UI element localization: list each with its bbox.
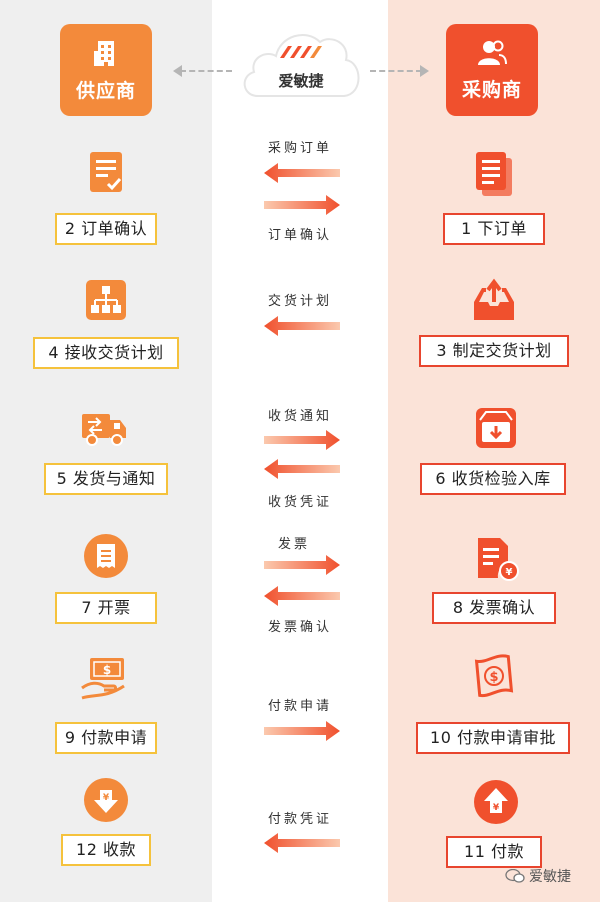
document-check-icon xyxy=(90,152,122,192)
buyer-header: 采购商 xyxy=(446,24,538,116)
dashed-arrow-right-head xyxy=(420,65,429,77)
buyer-step-payment-approval: 10 付款申请审批 xyxy=(416,722,570,754)
yuan-down-icon: ¥ xyxy=(84,778,128,822)
brand-logo-icon xyxy=(280,46,322,58)
buyer-step-invoice-confirm: 8 发票确认 xyxy=(432,592,556,624)
arrow-right-invoice xyxy=(264,555,340,575)
svg-text:¥: ¥ xyxy=(493,803,500,813)
buyer-step-receive-inspect: 6 收货检验入库 xyxy=(420,463,566,495)
dashed-arrow-left-head xyxy=(173,65,182,77)
arrow-left-delivery-plan xyxy=(264,316,340,336)
flow-label-invoice-confirm: 发票确认 xyxy=(267,620,332,635)
supplier-title: 供应商 xyxy=(75,79,136,102)
flow-label-receipt-notice: 收货通知 xyxy=(267,409,332,424)
arrow-left-receipt-voucher xyxy=(264,459,340,479)
flow-label-receipt-voucher: 收货凭证 xyxy=(267,495,332,510)
users-icon xyxy=(478,40,507,65)
brand-cloud: 爱敏捷 xyxy=(236,22,366,102)
invoice-icon xyxy=(84,534,128,578)
arrow-right-order-confirm xyxy=(264,195,340,215)
box-download-icon xyxy=(476,408,516,448)
watermark: 爱敏捷 xyxy=(505,866,571,886)
arrow-right-payment-request xyxy=(264,721,340,741)
buyer-title: 采购商 xyxy=(461,78,522,101)
supplier-step-collect: 12 收款 xyxy=(61,834,151,866)
cloud-icon xyxy=(243,33,360,97)
hand-cash-icon: $ xyxy=(81,658,125,700)
flow-label-purchase-order: 采购订单 xyxy=(267,141,332,156)
dashed-link-left xyxy=(180,70,232,72)
buyer-step-place-order: 1 下订单 xyxy=(443,213,545,245)
banknote-icon: $ xyxy=(474,654,514,698)
supplier-step-order-confirm: 2 订单确认 xyxy=(55,213,157,245)
arrow-left-purchase-order xyxy=(264,163,340,183)
document-stack-icon xyxy=(476,152,512,196)
inbox-upload-icon xyxy=(474,278,514,320)
flow-label-payment-request: 付款申请 xyxy=(267,699,332,714)
svg-text:$: $ xyxy=(103,663,111,677)
arrow-left-payment-voucher xyxy=(264,833,340,853)
svg-text:¥: ¥ xyxy=(103,793,110,803)
flow-label-order-confirm: 订单确认 xyxy=(267,228,332,243)
buyer-step-make-plan: 3 制定交货计划 xyxy=(419,335,569,367)
svg-text:$: $ xyxy=(489,670,498,685)
flow-column xyxy=(212,0,388,902)
svg-text:¥: ¥ xyxy=(506,567,513,578)
arrow-left-invoice-confirm xyxy=(264,586,340,606)
flow-label-invoice: 发票 xyxy=(277,537,310,552)
flow-label-payment-voucher: 付款凭证 xyxy=(267,812,332,827)
supplier-step-ship-notify: 5 发货与通知 xyxy=(44,463,168,495)
flow-label-delivery-plan: 交货计划 xyxy=(267,294,332,309)
supplier-header: 供应商 xyxy=(60,24,152,116)
supplier-step-payment-request: 9 付款申请 xyxy=(55,722,157,754)
wechat-icon xyxy=(505,869,525,883)
buyer-step-pay: 11 付款 xyxy=(446,836,542,868)
brand-name: 爱敏捷 xyxy=(278,72,324,90)
watermark-text: 爱敏捷 xyxy=(529,869,571,885)
invoice-yuan-icon: ¥ xyxy=(478,538,519,581)
building-icon xyxy=(94,40,114,66)
arrow-right-receipt-notice xyxy=(264,430,340,450)
delivery-truck-icon xyxy=(82,414,126,446)
supplier-step-receive-plan: 4 接收交货计划 xyxy=(33,337,179,369)
supplier-step-invoicing: 7 开票 xyxy=(55,592,157,624)
dashed-link-right xyxy=(370,70,422,72)
yuan-up-icon: ¥ xyxy=(474,780,518,824)
org-chart-icon xyxy=(86,280,126,320)
